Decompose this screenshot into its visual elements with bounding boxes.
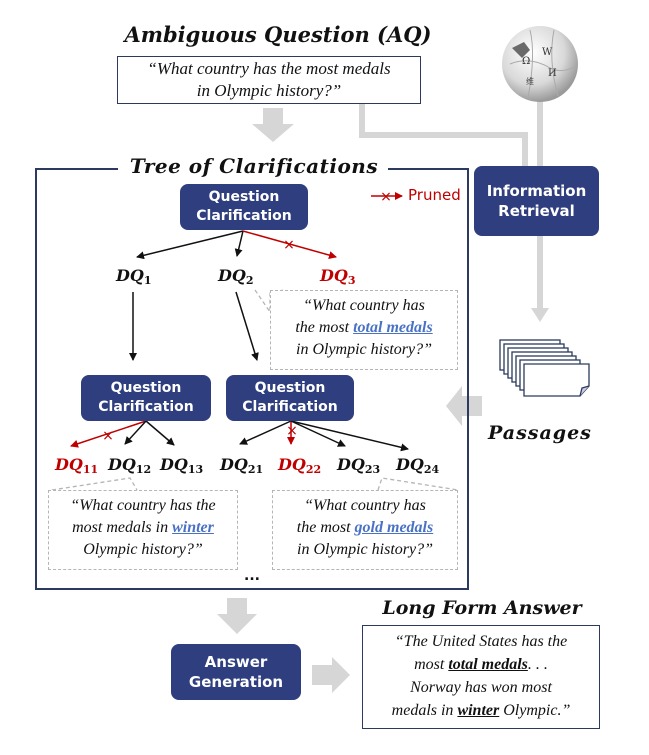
left-callout: “What country has the most medals in win… bbox=[48, 490, 238, 570]
highlight-total-medals-answer: total medals bbox=[448, 656, 528, 673]
dq-node: DQ23 bbox=[337, 455, 381, 476]
tree-title: Tree of Clarifications bbox=[124, 154, 384, 178]
right-clarification-box: Question Clarification bbox=[226, 375, 354, 421]
aq-text-line2: in Olympic history?” bbox=[196, 81, 342, 100]
svg-text:维: 维 bbox=[526, 76, 534, 86]
edge-right-dq23 bbox=[290, 420, 346, 447]
left-callout-pointer bbox=[51, 477, 138, 491]
highlight-gold-medals: gold medals bbox=[354, 519, 434, 536]
ag-line2: Generation bbox=[188, 673, 284, 691]
retrieval-to-passages-arrow bbox=[531, 234, 549, 322]
lfa-title: Long Form Answer bbox=[382, 597, 582, 619]
edge-left-dq12 bbox=[124, 420, 147, 445]
callout-line: Olympic history?” bbox=[83, 541, 203, 558]
aq-to-retrieval-line bbox=[359, 104, 528, 170]
tree-frame bbox=[35, 168, 469, 590]
svg-text:×: × bbox=[380, 189, 392, 205]
edge-root-dq2 bbox=[234, 230, 244, 257]
left-box-line1: Question bbox=[110, 380, 182, 397]
dq-node: DQ24 bbox=[396, 455, 440, 476]
right-callout-pointer bbox=[377, 477, 459, 491]
lfa-line3: Norway has won most bbox=[410, 679, 552, 696]
edge-left-dq13 bbox=[145, 420, 175, 446]
aq-text-line1: “What country has the most medals bbox=[147, 59, 391, 78]
callout-line: in Olympic history?” bbox=[296, 341, 432, 358]
tree-to-answer-arrow bbox=[217, 598, 257, 634]
dq2-callout: “What country has the most total medals … bbox=[270, 290, 458, 370]
edge-dq2-right bbox=[235, 291, 259, 361]
wikipedia-globe-icon: Ω W И 维 bbox=[500, 24, 580, 104]
lfa-line4: medals in winter Olympic.” bbox=[391, 702, 571, 719]
edge-right-dq21 bbox=[239, 420, 292, 445]
svg-text:Ω: Ω bbox=[522, 56, 530, 67]
left-box-line2: Clarification bbox=[98, 399, 194, 415]
dq-node-pruned: DQ3 bbox=[320, 266, 356, 287]
dq-node: DQ1 bbox=[116, 266, 152, 287]
root-clarification-box: Question Clarification bbox=[180, 184, 308, 230]
left-clarification-box: Question Clarification bbox=[81, 375, 211, 421]
dq-node: DQ12 bbox=[108, 455, 152, 476]
lfa-line1: “The United States has the bbox=[394, 633, 568, 650]
ir-line2: Retrieval bbox=[498, 202, 575, 220]
lfa-line2: most total medals. . . bbox=[414, 656, 548, 673]
ellipsis: ... bbox=[244, 568, 260, 584]
dq-node: DQ2 bbox=[218, 266, 254, 287]
callout-line: the most total medals bbox=[295, 319, 433, 336]
callout-line: most medals in winter bbox=[72, 519, 214, 536]
information-retrieval-box: Information Retrieval bbox=[474, 166, 599, 236]
answer-to-lfa-arrow bbox=[312, 657, 350, 693]
ag-line1: Answer bbox=[204, 652, 268, 671]
prune-mark: × bbox=[283, 237, 295, 253]
dq-node-pruned: DQ22 bbox=[278, 455, 322, 476]
right-box-line2: Clarification bbox=[242, 399, 338, 415]
aq-to-tree-arrow bbox=[252, 108, 294, 142]
callout-line: the most gold medals bbox=[296, 519, 434, 536]
aq-title: Ambiguous Question (AQ) bbox=[124, 22, 432, 47]
aq-box: “What country has the most medals in Oly… bbox=[117, 56, 421, 104]
passages-to-tree-arrow bbox=[446, 386, 482, 426]
lfa-box: “The United States has the most total me… bbox=[362, 625, 600, 729]
edge-root-dq1 bbox=[136, 230, 244, 260]
highlight-winter-answer: winter bbox=[457, 702, 500, 719]
svg-text:И: И bbox=[548, 68, 557, 79]
edge-right-dq24 bbox=[290, 420, 409, 452]
highlight-winter: winter bbox=[172, 519, 214, 536]
callout-line: “What country has bbox=[304, 497, 426, 514]
svg-text:W: W bbox=[542, 47, 553, 58]
right-callout: “What country has the most gold medals i… bbox=[272, 490, 458, 570]
root-box-line1: Question bbox=[208, 189, 280, 206]
answer-generation-box: Answer Generation bbox=[171, 644, 301, 700]
legend-pruned-label: Pruned bbox=[408, 186, 461, 204]
callout-line: in Olympic history?” bbox=[297, 541, 433, 558]
ir-line1: Information bbox=[486, 181, 587, 200]
callout-line: “What country has the bbox=[70, 497, 216, 514]
edge-root-dq3-pruned bbox=[242, 230, 337, 259]
right-box-line1: Question bbox=[254, 380, 326, 397]
callout-line: “What country has bbox=[303, 297, 425, 314]
svg-text:×: × bbox=[102, 428, 114, 444]
dq-node: DQ21 bbox=[220, 455, 264, 476]
edge-left-dq11-pruned bbox=[70, 420, 147, 448]
passages-stack-icon bbox=[496, 336, 596, 406]
svg-text:×: × bbox=[286, 423, 298, 439]
root-box-line2: Clarification bbox=[196, 208, 292, 224]
dq-node-pruned: DQ11 bbox=[55, 455, 99, 476]
highlight-total-medals: total medals bbox=[353, 319, 433, 336]
dq-node: DQ13 bbox=[160, 455, 204, 476]
passages-label: Passages bbox=[488, 422, 592, 444]
